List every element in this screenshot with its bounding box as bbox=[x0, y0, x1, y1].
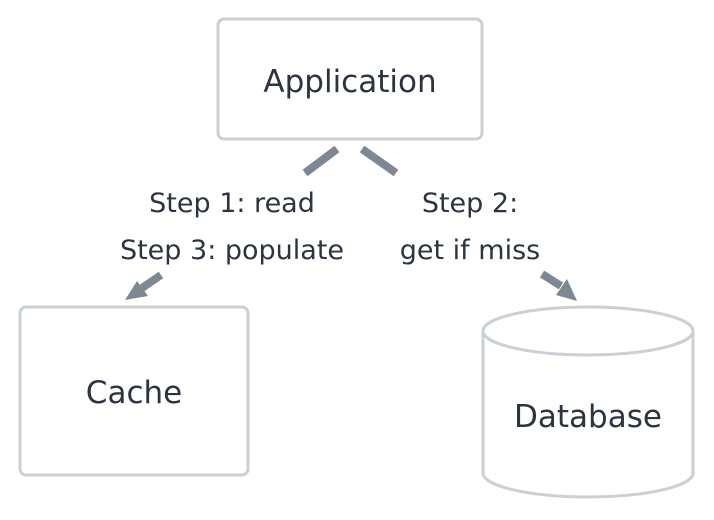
cache-box bbox=[18, 305, 250, 477]
database-cylinder-top bbox=[481, 305, 695, 357]
application-box bbox=[216, 17, 484, 141]
application-node: Application bbox=[216, 17, 484, 141]
right-edge-label-line2: get if miss bbox=[400, 235, 540, 266]
left-edge-label-line2: Step 3: populate bbox=[120, 235, 344, 266]
right-arrow-head bbox=[556, 279, 577, 301]
right-connector-stub bbox=[359, 145, 399, 177]
cache-label: Cache bbox=[86, 375, 182, 411]
left-connector bbox=[125, 145, 340, 300]
right-edge-label-line1: Step 2: bbox=[422, 188, 518, 219]
right-edge-label: Step 2: get if miss bbox=[400, 188, 540, 266]
database-cylinder-body bbox=[481, 331, 695, 499]
left-arrow-head bbox=[125, 281, 148, 300]
left-connector-stub bbox=[302, 145, 340, 177]
right-arrow-shaft bbox=[539, 270, 564, 290]
left-edge-label-line1: Step 1: read bbox=[149, 188, 315, 219]
right-connector bbox=[359, 145, 577, 301]
left-arrow-shaft bbox=[139, 271, 164, 292]
database-label: Database bbox=[514, 399, 662, 435]
application-label: Application bbox=[263, 64, 436, 100]
cache-node: Cache bbox=[18, 305, 250, 477]
left-edge-label: Step 1: read Step 3: populate bbox=[120, 188, 344, 266]
database-node: Database bbox=[481, 305, 695, 499]
